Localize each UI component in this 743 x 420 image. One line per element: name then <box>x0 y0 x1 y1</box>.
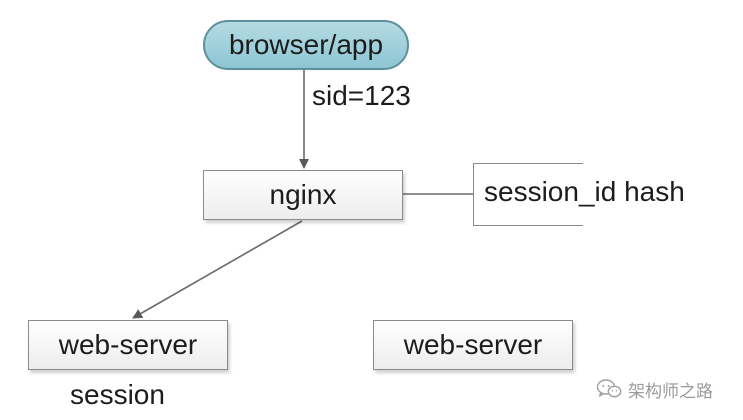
watermark-text: 架构师之路 <box>628 381 713 402</box>
session-caption: session <box>70 379 165 410</box>
browser-app-label: browser/app <box>228 29 384 60</box>
web-server-left-label: web-server <box>58 329 198 360</box>
edge-nginx-to-web-server-left <box>132 220 303 319</box>
watermark: 架构师之路 <box>596 375 713 403</box>
nginx-label: nginx <box>269 179 337 210</box>
sid-edge-label: sid=123 <box>312 80 411 111</box>
nginx-node: nginx <box>203 170 403 220</box>
session-id-hash-label: session_id hash <box>484 176 685 207</box>
web-server-left-node: web-server <box>28 320 228 370</box>
session-id-hash-annotation <box>473 163 583 226</box>
wechat-icon <box>596 379 622 398</box>
web-server-right-label: web-server <box>403 329 543 360</box>
web-server-right-node: web-server <box>373 320 573 370</box>
browser-app-node: browser/app <box>203 20 409 70</box>
